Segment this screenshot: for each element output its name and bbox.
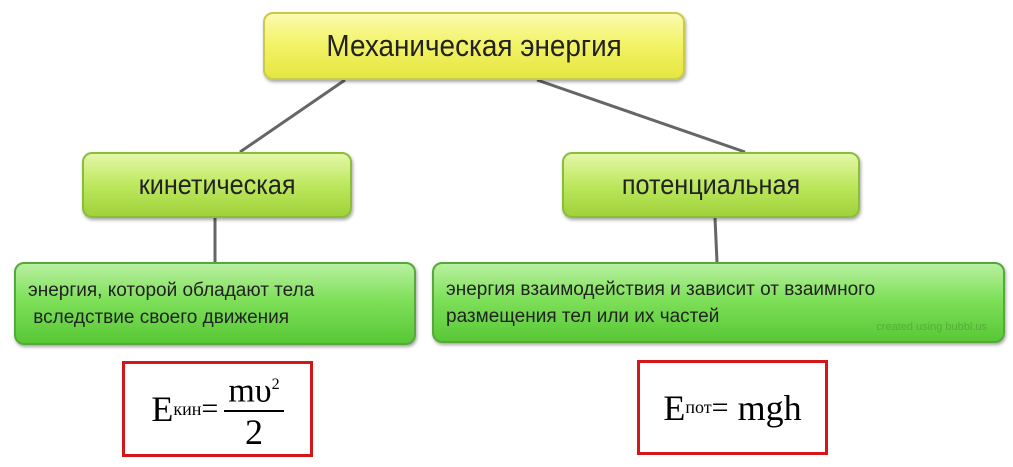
formula-denominator: 2: [244, 412, 263, 453]
connector-potential-desc: [713, 217, 719, 263]
kinetic-node[interactable]: кинетическая: [82, 152, 352, 218]
connector-root-potential: [536, 78, 746, 154]
formula-symbol: E: [663, 387, 686, 428]
formula-subscript: пот: [685, 397, 712, 417]
root-node[interactable]: Механическая энергия: [263, 12, 685, 80]
potential-description-node[interactable]: энергия взаимодействия и зависит от взаи…: [432, 262, 1005, 343]
formula-subscript: кин: [173, 398, 202, 419]
potential-description: энергия взаимодействия и зависит от взаи…: [446, 278, 876, 327]
kinetic-description-node[interactable]: энергия, которой обладают тела вследстви…: [14, 262, 416, 345]
formula-expression: mgh: [728, 387, 802, 428]
formula-numerator: mυ2: [224, 366, 284, 413]
connector-root-kinetic: [239, 78, 346, 154]
kinetic-description: энергия, которой обладают тела вследстви…: [28, 279, 315, 328]
numerator-text: mυ: [228, 372, 272, 410]
potential-node[interactable]: потенциальная: [562, 152, 860, 218]
formula-symbol: E: [151, 389, 174, 429]
root-label: Механическая энергия: [326, 28, 622, 63]
formula-power: 2: [271, 375, 280, 393]
kinetic-label: кинетическая: [138, 169, 296, 200]
formula-equals: =: [201, 392, 219, 425]
formula-equals: =: [711, 390, 729, 424]
formula-fraction: mυ2 2: [224, 366, 284, 453]
potential-label: потенциальная: [621, 169, 801, 200]
watermark: created using bubbl.us: [876, 321, 987, 333]
